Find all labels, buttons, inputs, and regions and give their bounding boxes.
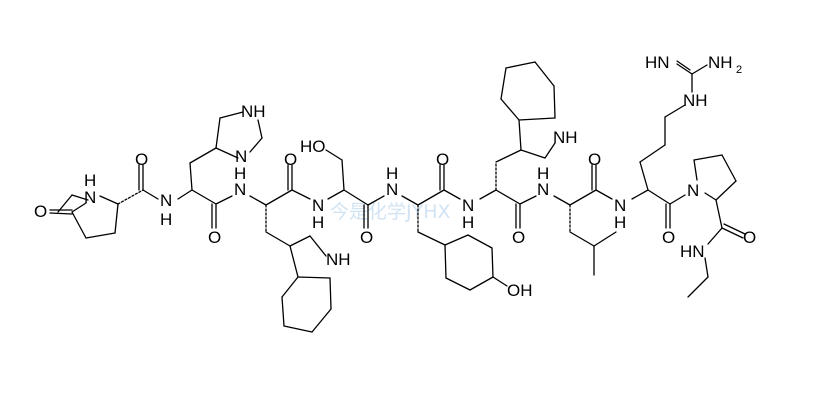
atom-label: H [614,213,626,232]
atom-label: O [436,150,449,169]
atom-label: O [512,228,525,247]
atom-label: HO [300,137,326,156]
atom-label: H [386,164,398,183]
atom-label: H [462,213,474,232]
atom-label: N [234,180,246,199]
atom-label: H [84,171,96,190]
atom-label: N [687,181,699,200]
atom-label: H [234,164,246,183]
atom-label: N [235,147,247,166]
atom-labels: O N H O N H NH N O N H NH O HO N H O N H… [34,53,756,300]
atom-label: H [312,213,324,232]
atom-label: NH [683,91,708,110]
atom-label: O [360,228,373,247]
atom-label: NH [708,53,733,72]
atom-label: N [537,180,549,199]
atom-label: N [386,180,398,199]
atom-label: N [160,191,172,210]
atom-label: N [614,196,626,215]
atom-label: O [208,228,221,247]
atom-label: NH [326,250,351,269]
atom-label: O [743,228,756,247]
atom-label: H [537,164,549,183]
bonds [49,60,746,333]
atom-label: O [662,228,675,247]
atom-label: O [588,150,601,169]
atom-label: O [34,202,47,221]
atom-label: HN [645,53,670,72]
atom-label: H [160,210,172,229]
atom-label: N [312,196,324,215]
atom-label: O [284,150,297,169]
atom-label: 2 [736,64,742,76]
atom-label: N [462,196,474,215]
watermark: 今是化学JYHX [330,201,451,223]
atom-label: O [135,150,148,169]
atom-label: NH [241,102,266,121]
atom-label: N [84,188,96,207]
atom-label: NH [553,128,578,147]
atom-label: OH [507,281,533,300]
atom-label: HN [680,242,705,261]
